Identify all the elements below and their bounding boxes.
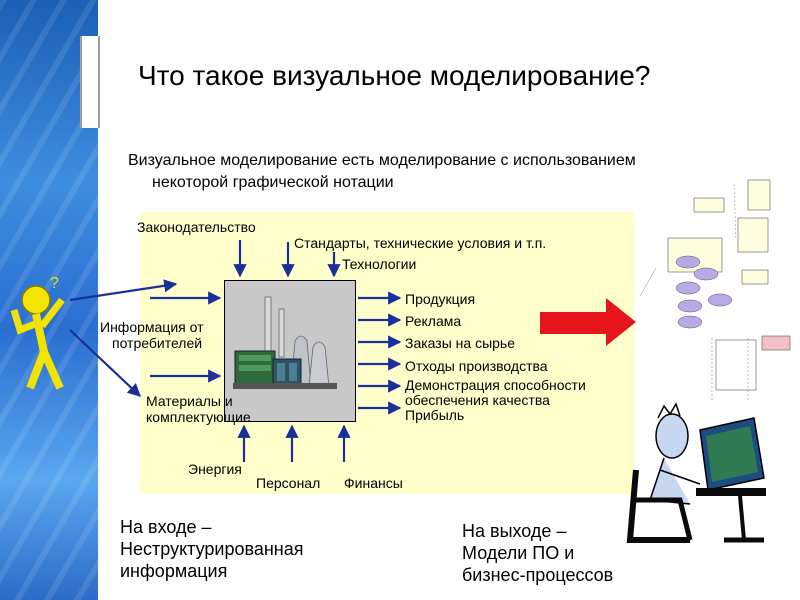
label-materials-2: комплектующие <box>146 409 251 425</box>
decorative-frame <box>80 36 100 128</box>
label-energy: Энергия <box>188 461 242 477</box>
output-label: Демонстрация способности <box>405 377 586 393</box>
label-consumer-info-2: потребителей <box>112 335 203 351</box>
label-legislation: Законодательство <box>137 219 256 235</box>
output-label: Реклама <box>405 313 462 329</box>
output-label: Продукция <box>405 291 476 307</box>
footer-input-text: На входе – Неструктурированная информаци… <box>120 516 303 582</box>
label-finance: Финансы <box>344 475 403 491</box>
big-red-arrow <box>540 298 636 346</box>
output-label: обеспечения качества <box>405 392 550 408</box>
factory-icon <box>233 296 337 389</box>
process-box <box>224 280 356 422</box>
subtitle-line-2: некоторой графической нотации <box>152 174 394 191</box>
label-materials-1: Материалы и <box>146 393 233 409</box>
output-label: Прибыль <box>405 407 465 423</box>
subtitle-line-1: Визуальное моделирование есть моделирова… <box>128 152 636 169</box>
arrow-figure-info <box>69 279 178 302</box>
label-standards: Стандарты, технические условия и т.п. <box>294 235 547 251</box>
person-at-computer-icon <box>626 402 766 543</box>
footer-output-line-2: Модели ПО и <box>462 543 575 563</box>
thinking-figure-icon: ? <box>10 275 65 390</box>
uml-diagram-thumbnail <box>639 179 796 412</box>
footer-output-text: На выходе – Модели ПО и бизнес-процессов <box>462 520 613 586</box>
diagram-panel <box>140 212 634 494</box>
footer-input-line-3: информация <box>120 561 228 581</box>
label-technologies: Технологии <box>342 256 417 272</box>
slide-subtitle: Визуальное моделирование есть моделирова… <box>128 150 636 194</box>
footer-input-line-1: На входе – <box>120 517 212 537</box>
arrow-figure-materials <box>69 329 141 397</box>
footer-output-line-1: На выходе – <box>462 521 567 541</box>
label-personnel: Персонал <box>256 475 321 491</box>
slide-title: Что такое визуальное моделирование? <box>138 60 651 91</box>
output-label: Отходы производства <box>405 358 548 374</box>
label-consumer-info-1: Информация от <box>100 319 204 335</box>
svg-text:?: ? <box>50 275 59 292</box>
footer-input-line-2: Неструктурированная <box>120 539 304 559</box>
footer-output-line-3: бизнес-процессов <box>462 565 614 585</box>
output-label: Заказы на сырье <box>405 335 516 351</box>
